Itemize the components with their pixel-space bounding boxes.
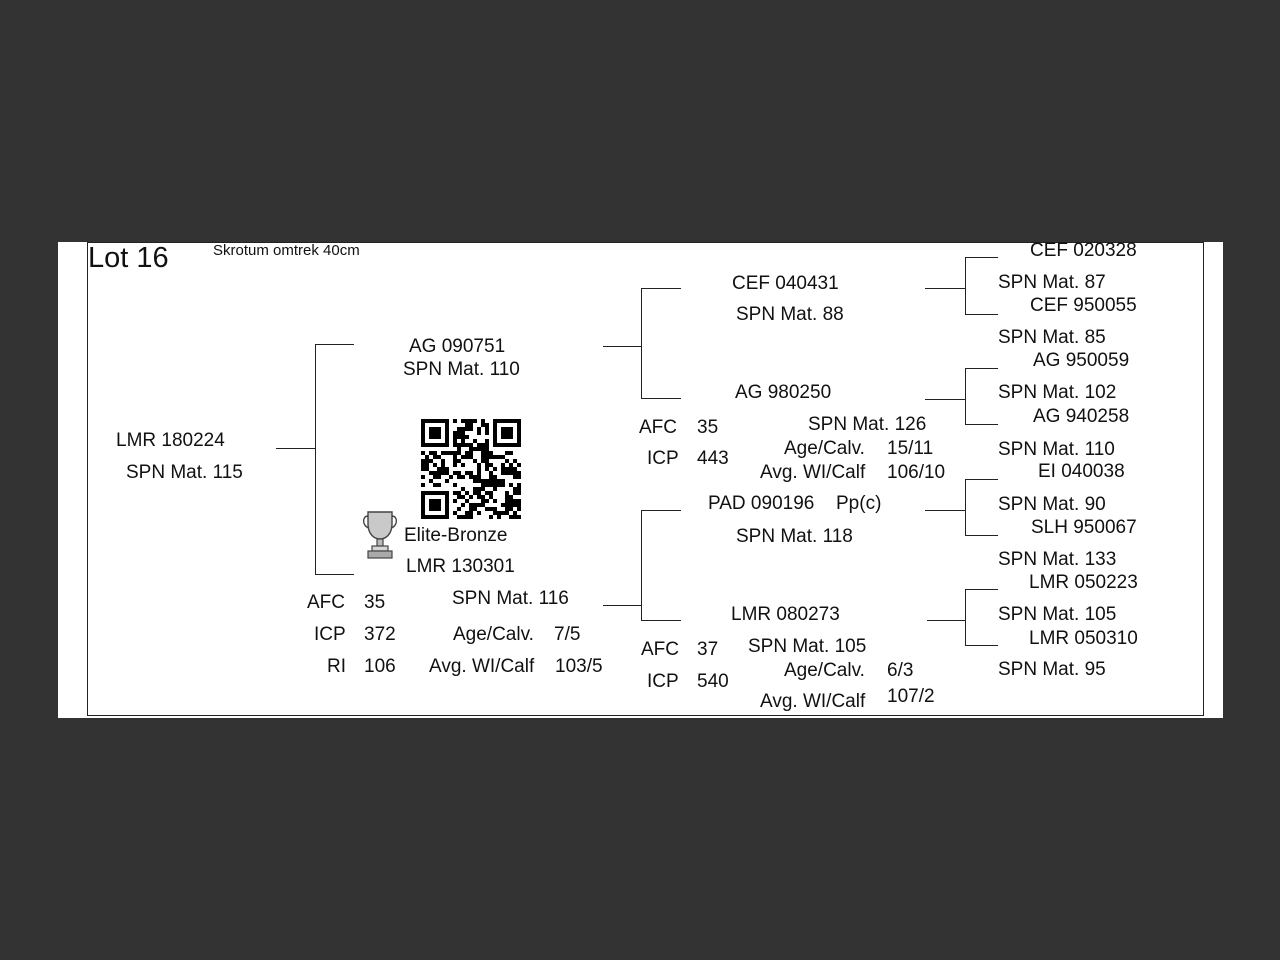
connector <box>315 574 354 575</box>
sire-id: AG 090751 <box>409 336 506 357</box>
dam-ri-label: RI <box>327 656 346 677</box>
subject-id: LMR 180224 <box>116 430 225 451</box>
connector <box>965 257 966 314</box>
ss-id: CEF 040431 <box>732 273 839 294</box>
dd-wi-label: Avg. WI/Calf <box>760 691 866 712</box>
ds-spn: SPN Mat. 118 <box>736 526 853 547</box>
dam-afc: 35 <box>364 592 386 613</box>
connector <box>965 479 998 480</box>
connector <box>603 605 641 606</box>
connector <box>965 535 998 536</box>
connector <box>925 288 965 289</box>
dam-icp-label: ICP <box>314 624 346 645</box>
connector <box>925 510 965 511</box>
connector <box>965 314 998 315</box>
dds-spn: SPN Mat. 105 <box>998 604 1117 625</box>
connector <box>641 620 681 621</box>
dd-id: LMR 080273 <box>731 604 840 625</box>
sd-spn: SPN Mat. 126 <box>808 414 927 435</box>
dam-ri: 106 <box>364 656 396 677</box>
dam-age-label: Age/Calv. <box>453 624 534 645</box>
ssd-id: CEF 950055 <box>1030 295 1137 316</box>
sd-afc: 35 <box>697 417 719 438</box>
dd-afc-label: AFC <box>641 639 679 660</box>
connector <box>641 288 642 398</box>
sd-wi: 106/10 <box>887 462 946 483</box>
dds-id: LMR 050223 <box>1029 572 1138 593</box>
ddd-id: LMR 050310 <box>1029 628 1138 649</box>
connector <box>276 448 315 449</box>
dam-wi: 103/5 <box>555 656 603 677</box>
sdd-id: AG 940258 <box>1033 406 1130 427</box>
sd-wi-label: Avg. WI/Calf <box>760 462 866 483</box>
award-label: Elite-Bronze <box>404 525 508 546</box>
connector <box>641 510 642 620</box>
dam-id: LMR 130301 <box>406 556 515 577</box>
connector <box>965 589 998 590</box>
sd-icp: 443 <box>697 448 729 469</box>
dam-afc-label: AFC <box>307 592 345 613</box>
dsd-id: SLH 950067 <box>1031 517 1137 538</box>
connector <box>641 510 681 511</box>
sd-afc-label: AFC <box>639 417 677 438</box>
dam-wi-label: Avg. WI/Calf <box>429 656 535 677</box>
pedigree-frame <box>87 242 1204 716</box>
subject-spn: SPN Mat. 115 <box>126 462 243 483</box>
connector <box>965 368 998 369</box>
lot-title: Lot 16 <box>88 242 169 274</box>
sss-id: CEF 020328 <box>1030 240 1137 261</box>
ddd-spn: SPN Mat. 95 <box>998 659 1106 680</box>
sd-id: AG 980250 <box>735 382 832 403</box>
connector <box>641 398 681 399</box>
sd-icp-label: ICP <box>647 448 679 469</box>
sdd-spn: SPN Mat. 110 <box>998 439 1115 460</box>
connector <box>641 288 681 289</box>
dd-age: 6/3 <box>887 660 914 681</box>
sds-id: AG 950059 <box>1033 350 1130 371</box>
dd-spn: SPN Mat. 105 <box>748 636 867 657</box>
sd-age-label: Age/Calv. <box>784 438 865 459</box>
dss-id: EI 040038 <box>1038 461 1125 482</box>
pedigree-sheet: Lot 16 Skrotum omtrek 40cm LMR 180224 SP… <box>58 240 1223 718</box>
connector <box>965 479 966 535</box>
connector <box>315 344 354 345</box>
ss-spn: SPN Mat. 88 <box>736 304 844 325</box>
connector <box>603 346 641 347</box>
ds-id: PAD 090196 <box>708 493 815 514</box>
connector <box>315 344 316 574</box>
dam-icp: 372 <box>364 624 396 645</box>
dd-icp-label: ICP <box>647 671 679 692</box>
dd-age-label: Age/Calv. <box>784 660 865 681</box>
ssd-spn: SPN Mat. 85 <box>998 327 1106 348</box>
connector <box>965 257 998 258</box>
connector <box>965 645 998 646</box>
lot-note: Skrotum omtrek 40cm <box>213 242 360 259</box>
connector <box>925 399 965 400</box>
trophy-icon <box>362 511 398 559</box>
connector <box>965 424 998 425</box>
dd-afc: 37 <box>697 639 719 660</box>
dd-wi: 107/2 <box>887 686 935 707</box>
sss-spn: SPN Mat. 87 <box>998 272 1106 293</box>
connector <box>927 620 965 621</box>
connector <box>965 368 966 424</box>
dam-age: 7/5 <box>554 624 581 645</box>
qr-code <box>421 419 521 519</box>
sds-spn: SPN Mat. 102 <box>998 382 1117 403</box>
connector <box>965 589 966 645</box>
sire-spn: SPN Mat. 110 <box>403 359 520 380</box>
dam-spn: SPN Mat. 116 <box>452 588 569 609</box>
dsd-spn: SPN Mat. 133 <box>998 549 1117 570</box>
ds-pp: Pp(c) <box>836 493 882 514</box>
dss-spn: SPN Mat. 90 <box>998 494 1106 515</box>
dd-icp: 540 <box>697 671 729 692</box>
sd-age: 15/11 <box>887 438 934 459</box>
